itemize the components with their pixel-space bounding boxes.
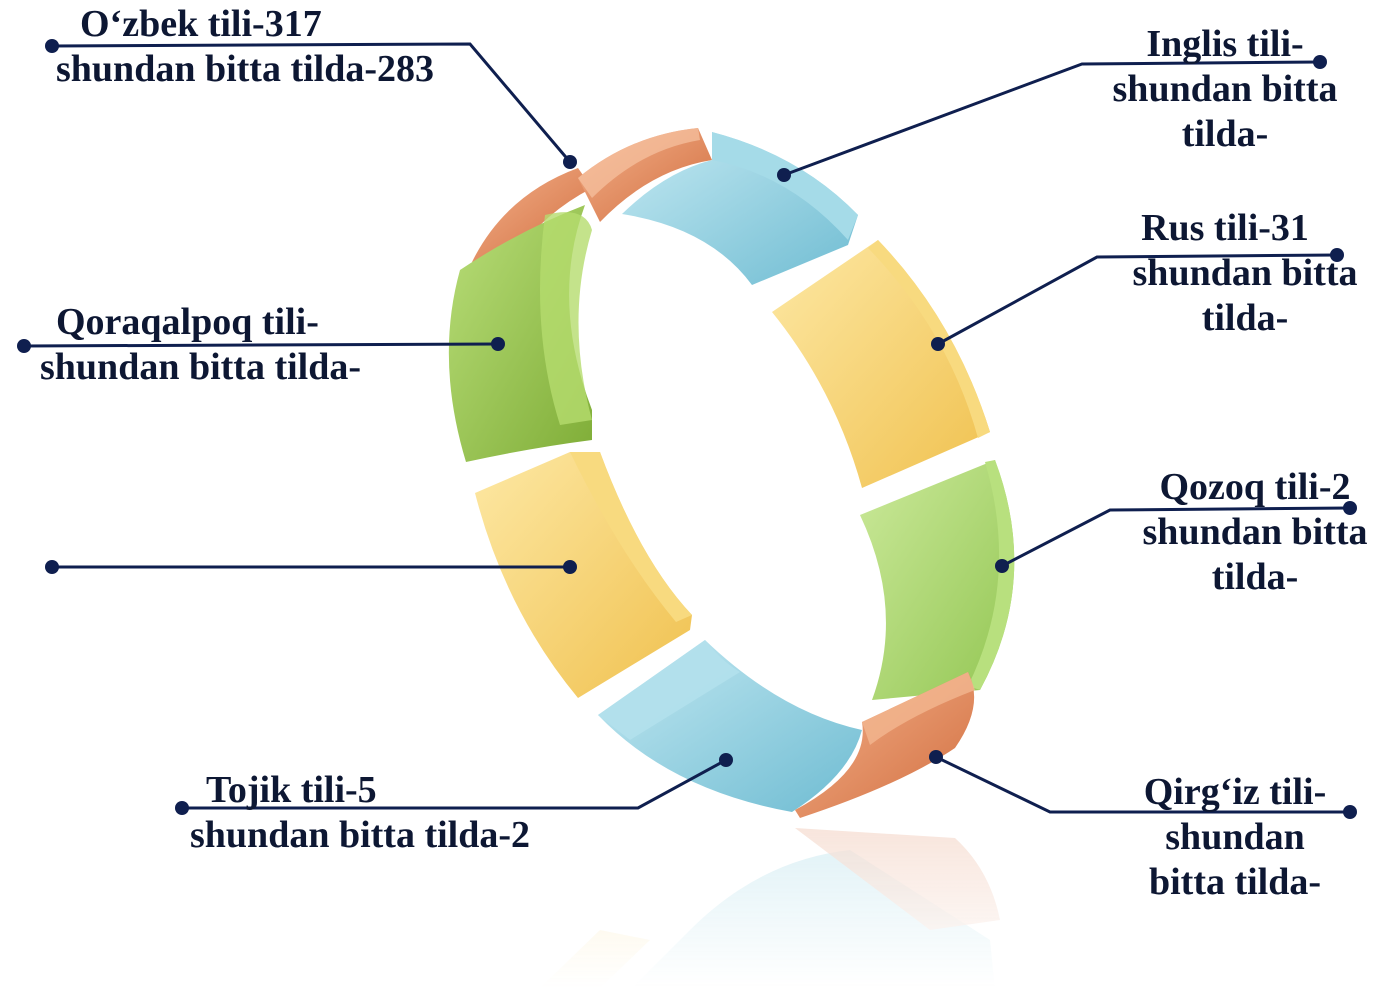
leader-kyrgyz (935, 755, 1350, 814)
leader-kazakh (1001, 506, 1351, 568)
leader-english (783, 60, 1321, 177)
leader-tajik (182, 758, 727, 810)
label-english: Inglis tili- shundan bitta tilda- (1095, 22, 1355, 157)
label-russian-line3: tilda- (1201, 297, 1289, 339)
segment-orange-top-left (472, 168, 592, 262)
label-kazakh-line2: shundan bitta (1142, 511, 1368, 553)
label-uzbek-line2: shundan bitta tilda-283 (56, 48, 435, 90)
label-russian-line1: Rus tili-31 (1141, 207, 1309, 249)
label-karakalpak-line1: Qoraqalpoq tili- (56, 301, 319, 343)
label-tajik: Tojik tili-5 shundan bitta tilda-2 (190, 768, 530, 858)
leader-uzbek (51, 42, 572, 163)
leader-russian (937, 253, 1338, 346)
label-tajik-line1: Tojik tili-5 (206, 769, 377, 811)
label-english-line2: shundan bitta (1112, 68, 1338, 110)
ring-segments (448, 128, 1015, 818)
label-english-line3: tilda- (1181, 113, 1269, 155)
label-russian: Rus tili-31 shundan bitta tilda- (1110, 206, 1380, 341)
segment-yellow-right (772, 240, 990, 488)
label-english-line1: Inglis tili- (1146, 23, 1304, 65)
leader-lines (23, 42, 1351, 814)
label-russian-line2: shundan bitta (1132, 252, 1358, 294)
segment-orange-top (578, 128, 712, 222)
segment-yellow-left (475, 452, 692, 698)
label-uzbek: O‘zbek tili-317 shundan bitta tilda-283 (56, 2, 434, 92)
label-kazakh-line1: Qozoq tili-2 (1159, 466, 1351, 508)
label-karakalpak-line2: shundan bitta tilda- (40, 346, 362, 388)
ring-reflection (540, 828, 1000, 988)
leader-karakalpak (23, 342, 499, 348)
label-kyrgyz-line3: bitta tilda- (1148, 861, 1322, 903)
label-kyrgyz-line2: shundan (1165, 816, 1305, 858)
label-kazakh-line3: tilda- (1211, 556, 1299, 598)
label-kyrgyz: Qirg‘iz tili- shundan bitta tilda- (1110, 770, 1360, 905)
label-kazakh: Qozoq tili-2 shundan bitta tilda- (1120, 465, 1390, 600)
label-karakalpak: Qoraqalpoq tili- shundan bitta tilda- (40, 300, 361, 390)
label-tajik-line2: shundan bitta tilda-2 (190, 814, 531, 856)
label-uzbek-line1: O‘zbek tili-317 (80, 3, 322, 45)
leader-dots (17, 39, 1357, 819)
segment-green-right (860, 460, 1015, 700)
label-kyrgyz-line1: Qirg‘iz tili- (1143, 771, 1327, 813)
